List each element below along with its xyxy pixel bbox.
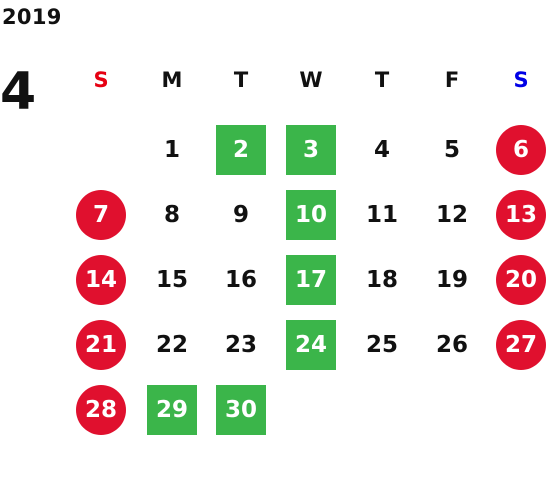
weekday-header: T bbox=[233, 68, 249, 92]
weekday-header: S bbox=[513, 68, 529, 92]
day-cell[interactable]: 20 bbox=[496, 255, 546, 305]
weekday-header: W bbox=[299, 68, 323, 92]
day-cell[interactable]: 28 bbox=[76, 385, 126, 435]
day-cell[interactable]: 14 bbox=[76, 255, 126, 305]
day-cell[interactable]: 23 bbox=[224, 332, 257, 358]
day-cell[interactable]: 29 bbox=[147, 385, 197, 435]
day-cell[interactable]: 24 bbox=[286, 320, 336, 370]
day-cell[interactable]: 18 bbox=[365, 267, 398, 293]
day-cell[interactable]: 8 bbox=[163, 202, 180, 228]
day-cell[interactable]: 27 bbox=[496, 320, 546, 370]
day-cell[interactable]: 1 bbox=[163, 137, 180, 163]
day-cell[interactable]: 19 bbox=[435, 267, 468, 293]
day-cell[interactable]: 17 bbox=[286, 255, 336, 305]
day-cell[interactable]: 21 bbox=[76, 320, 126, 370]
day-cell[interactable]: 22 bbox=[155, 332, 188, 358]
weekday-header: F bbox=[444, 68, 460, 92]
day-cell[interactable]: 26 bbox=[435, 332, 468, 358]
weekday-header: M bbox=[161, 68, 183, 92]
day-cell[interactable]: 11 bbox=[365, 202, 398, 228]
day-cell[interactable]: 30 bbox=[216, 385, 266, 435]
day-cell[interactable]: 7 bbox=[76, 190, 126, 240]
day-cell[interactable]: 13 bbox=[496, 190, 546, 240]
day-cell[interactable]: 16 bbox=[224, 267, 257, 293]
day-cell[interactable]: 6 bbox=[496, 125, 546, 175]
day-cell[interactable]: 2 bbox=[216, 125, 266, 175]
day-cell[interactable]: 25 bbox=[365, 332, 398, 358]
day-cell[interactable]: 12 bbox=[435, 202, 468, 228]
day-cell[interactable]: 4 bbox=[373, 137, 390, 163]
day-cell[interactable]: 10 bbox=[286, 190, 336, 240]
weekday-header: T bbox=[374, 68, 390, 92]
day-cell[interactable]: 9 bbox=[232, 202, 249, 228]
year-label: 2019 bbox=[2, 5, 62, 29]
month-number: 4 bbox=[0, 62, 37, 122]
day-cell[interactable]: 3 bbox=[286, 125, 336, 175]
day-cell[interactable]: 5 bbox=[443, 137, 460, 163]
day-cell[interactable]: 15 bbox=[155, 267, 188, 293]
weekday-header: S bbox=[93, 68, 109, 92]
